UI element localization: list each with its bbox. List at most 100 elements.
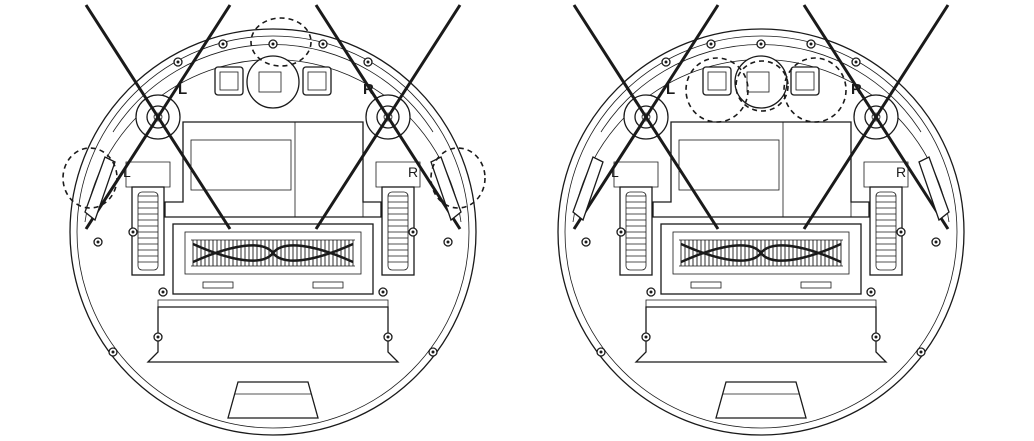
side-brush-arm (156, 116, 232, 230)
screw-dot (321, 42, 325, 46)
side-brush-screw (383, 112, 393, 122)
inner-body-ring (76, 35, 470, 429)
side-brush-screw (641, 112, 651, 122)
wheel-mount (613, 161, 659, 188)
outer-body-ring (69, 28, 477, 436)
brush-clip-left (690, 281, 722, 289)
edge-sensor-left (84, 156, 116, 222)
wheel-mount (375, 161, 421, 188)
wheel-right-label: R (408, 164, 418, 180)
highlight-right-cliff-sensor (783, 57, 847, 123)
wheel-right-label: R (896, 164, 906, 180)
screw-dot (649, 290, 653, 294)
side-brush-arm (314, 116, 390, 230)
brush-clip-right (800, 281, 832, 289)
side-brush-arm (802, 116, 878, 230)
center-plate (652, 121, 870, 218)
screw-dot (869, 290, 873, 294)
screw-dot (759, 42, 763, 46)
cliff-sensor-window (307, 71, 327, 91)
cliff-sensor-window (219, 71, 239, 91)
screw-dot (619, 230, 623, 234)
side-brush-arm (644, 116, 720, 230)
center-plate (164, 121, 382, 218)
dustbin-handle (715, 381, 807, 419)
side-brush-arm (156, 4, 232, 118)
brush-spiral-2 (192, 242, 354, 264)
front-caster (246, 55, 300, 109)
screw-dot (446, 240, 450, 244)
dustbin-edge (645, 299, 877, 307)
wheel-mount (863, 161, 909, 188)
screw-dot (584, 240, 588, 244)
screw-dot (366, 60, 370, 64)
cliff-sensor-window (707, 71, 727, 91)
screw-dot (176, 60, 180, 64)
caster-ring (246, 55, 300, 109)
screw-dot (221, 42, 225, 46)
side-brush-right-label: R (851, 81, 862, 98)
edge-sensor-left (572, 156, 604, 222)
cliff-sensor-left (702, 66, 732, 96)
screw-dot (709, 42, 713, 46)
cliff-sensor-right (302, 66, 332, 96)
screw-dot (934, 240, 938, 244)
screw-dot (271, 42, 275, 46)
dustbin-handle (227, 381, 319, 419)
side-plate (294, 121, 364, 218)
screw-dot (854, 60, 858, 64)
side-brush-right-label: R (363, 81, 374, 98)
screw-dot (96, 240, 100, 244)
screw-dot (664, 60, 668, 64)
dustbin-edge (157, 299, 389, 307)
cliff-sensor-right (790, 66, 820, 96)
right-side-brush (314, 4, 462, 230)
screw-dot (809, 42, 813, 46)
highlight-left-cliff-sensor (685, 57, 749, 123)
brush-clip-right (312, 281, 344, 289)
screw-dot (431, 350, 435, 354)
side-brush-screw (153, 112, 163, 122)
battery-cover (190, 139, 292, 191)
side-brush-arm (314, 4, 390, 118)
side-brush-arm (84, 4, 160, 118)
screw-dot (386, 335, 390, 339)
brush-spiral-2 (680, 242, 842, 264)
main-brush-slot (672, 231, 850, 275)
screw-dot (161, 290, 165, 294)
cliff-sensor-left (214, 66, 244, 96)
left-drive-wheel (613, 161, 659, 276)
battery-cover (678, 139, 780, 191)
screw-dot (156, 335, 160, 339)
wheel-tire (625, 191, 647, 271)
dustbin-cover (146, 306, 400, 363)
screw-dot (131, 230, 135, 234)
screw-dot (874, 335, 878, 339)
highlight-right-edge-sensor (430, 147, 486, 209)
edge-sensor-right (918, 156, 950, 222)
caster-wheel (258, 71, 282, 93)
caster-ring (734, 55, 788, 109)
highlight-left-edge-sensor (62, 147, 118, 209)
brush-clip-left (202, 281, 234, 289)
side-brush-arm (874, 4, 950, 118)
screw-dot (644, 335, 648, 339)
wheel-tire (387, 191, 409, 271)
screw-dot (381, 290, 385, 294)
dustbin-cover (634, 306, 888, 363)
screw-dot (111, 350, 115, 354)
screw-dot (899, 230, 903, 234)
wheel-tire (137, 191, 159, 271)
wheel-mount (125, 161, 171, 188)
side-brush-screw (871, 112, 881, 122)
side-brush-arm (644, 4, 720, 118)
main-brush-slot (184, 231, 362, 275)
side-brush-arm (386, 4, 462, 118)
screw-dot (919, 350, 923, 354)
wheel-left-label: L (123, 164, 131, 180)
side-brush-left-label: L (666, 81, 675, 98)
side-brush-arm (572, 4, 648, 118)
edge-sensor-right (430, 156, 462, 222)
